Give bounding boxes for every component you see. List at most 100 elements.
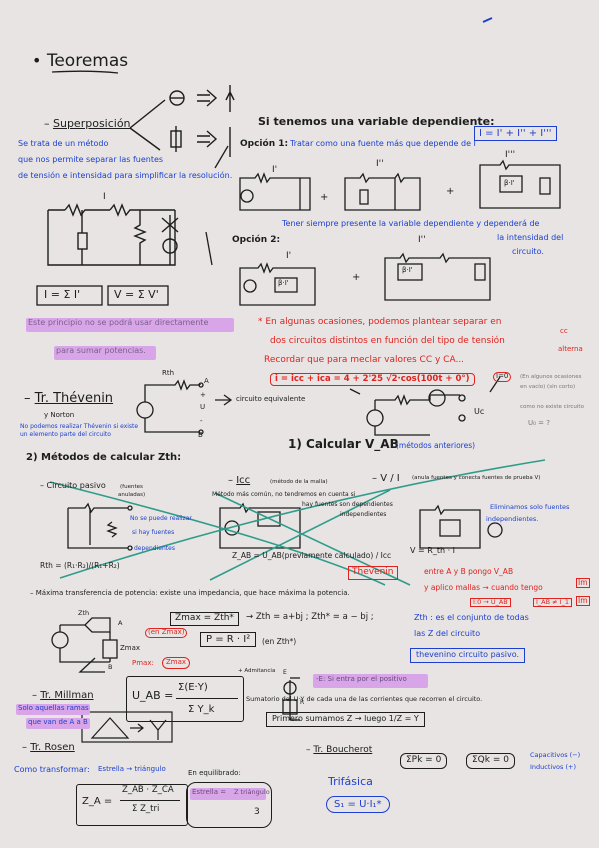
boucherot-ind: Inductivos (+) [530,763,577,771]
boucherot-heading: – Tr. Boucherot [306,745,373,755]
option1-circuits [239,159,561,211]
zmax-label: Zmax [120,644,141,652]
dependiente-heading: Si tenemos una variable dependiente: [258,115,495,128]
metodo-b: – Icc [228,475,251,486]
formula-i: I = Σ I' [44,288,81,301]
principio-2: para sumar potencias. [56,346,146,355]
rosen-z-left: Z_A = [82,796,113,807]
millman-uab: U_AB = [132,689,174,702]
en-equilibrado: En equilibrado: [188,769,241,777]
boucherot-cap: Capacitivos (−) [530,751,581,759]
metodo-a-note-2: anuladas) [118,492,146,498]
max-transfer-heading: – Máxima transferencia de potencia: exis… [30,589,350,597]
entre-3: I:0 → U_AB [470,598,511,608]
plus-2: + [446,186,455,197]
rosen-heading: – Tr. Rosen [22,742,75,753]
label-i2: I'' [376,159,384,169]
label-i3: I''' [505,150,516,160]
highlight-e-note [313,674,428,688]
plus-3: + [352,272,361,283]
thevenin-sub: y Norton [44,411,75,419]
im-1: Im [576,578,590,589]
opcion1-label: Opción 1: [240,139,289,149]
metodo-b-desc-2: hay fuentes son dependientes [302,501,393,508]
highlight-millman-1 [16,704,90,715]
terminal-plus: + [200,391,206,399]
entre-1: entre A y B pongo V_AB [424,567,514,576]
v-eq: V = R_th · I [410,546,456,555]
thevenin-heading: – Tr. Thévenin [24,391,114,406]
millman-circuit [282,677,300,721]
calc1: 1) Calcular V_AB [288,437,399,451]
pen-mark [482,17,493,23]
trifasica: Trifásica [328,775,373,788]
algunas-1: * En algunas ocasiones, podemos plantear… [258,317,502,327]
en-zmax: (en Zmax) [145,628,188,638]
trifasica-eq: S₁ = U·I₁* [326,796,390,813]
zth-note-1: Zth : es el conjunto de todas [414,613,529,622]
icc-formula: i = icc + ica = 4 + 2'25 √2·cos(100t + 0… [270,373,475,387]
superposicion-desc-1: Se trata de un método [18,139,109,148]
suma-note: Sumatorio del U·Y de cada una de las cor… [246,695,483,703]
superposicion-heading: – Superposición [44,117,131,130]
label-opt2-i1: I' [286,251,292,261]
millman-box [126,676,244,722]
millman-num: Σ(E·Y) [178,682,208,693]
label-i1: I' [272,165,278,175]
arrow-opt2 [205,231,213,266]
principio-1: Este principio no se podrá usar directam… [28,318,209,327]
terminal-u: U [200,403,206,411]
tension-label: + Admitancia [238,668,276,674]
i0-label: I=0 [493,372,512,382]
entre-4: I_AB ≠ I_1 [533,598,572,608]
opcion2-text-2: la intensidad del [497,233,564,242]
metodo-b-note: (método de la malla) [270,479,328,485]
dep-source-opt2b: β·I' [402,266,413,274]
pmax-label: Pmax: [132,659,154,667]
equilibrado-box [186,782,272,828]
zth-eq: → Zth = a+bj ; Zth* = a − bj ; [246,612,374,622]
millman-note-1: Solo aquellas ramas [18,704,89,712]
zth-note-2: las Z del circuito [414,629,481,638]
side-note-3: como no existe circuito [520,404,584,410]
cross-lines [49,459,546,586]
metodo-c-desc-2: independientes. [486,515,539,523]
plus-1: + [320,192,329,203]
p-eq: P = R · I² [200,632,257,647]
metodo-a-cont-3: dependientes [134,545,175,552]
rosen-num: Z_AB · Z_CA [122,785,174,795]
terminal-a: A [204,377,209,385]
u0-question: U₀ = ? [528,419,550,427]
thevenin-note-2: un elemento parte del circuito [20,431,111,438]
metodo-c: – V / I [372,473,400,484]
highlight-millman-2 [26,718,90,729]
terminal-mb: B [108,663,113,671]
metodo-b-desc-1: Método más común, no tendremos en cuenta… [212,491,356,498]
calc1-note: (métodos anteriores) [396,441,476,450]
rosen-den: Σ Z_tri [132,804,160,814]
terminal-minus: - [200,417,203,425]
millman-heading: – Tr. Millman [32,690,94,701]
superposition-diagram [129,85,235,157]
e-note: -E: Si entra por el positivo [316,675,407,683]
primero-box: Primero sumamos Z → luego 1/Z = Y [266,712,425,727]
dep-source-opt2a: β·I' [278,279,289,287]
opcion2-text-3: circuito. [512,247,544,256]
uc-label: Uc [474,407,485,416]
millman-fraction-line [176,698,238,700]
entre-2: y aplico mallas → cuando tengo [424,583,543,592]
ca-label: alterna [558,345,583,353]
superposition-circuit [47,203,179,266]
im-2: Im [576,596,590,607]
metodo-a: – Circuito pasivo [40,481,106,490]
millman-den: Σ Y_k [188,704,215,715]
millman-r-e: E [283,669,287,676]
algunas-2: dos circuitos distintos en función del t… [270,336,505,346]
dep-source-label: β·I' [504,179,515,187]
arrow-opt1 [214,145,229,169]
cc-label: cc [560,327,568,335]
highlight-principio-2 [54,346,156,360]
metodo-a-note-1: (fuentes [120,484,143,490]
tri-eq: Z triángulo [234,788,270,796]
